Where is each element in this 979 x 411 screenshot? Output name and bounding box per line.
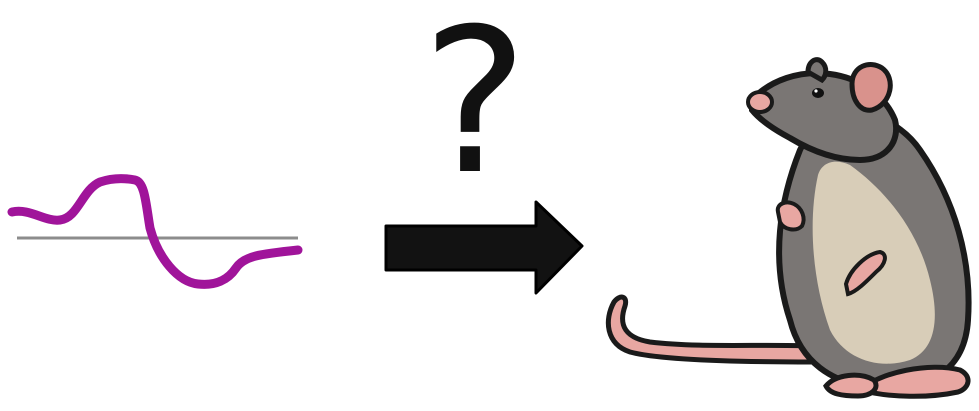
rat-hind-foot [854,364,971,399]
rat-eye [812,88,824,98]
right-arrow-icon [384,200,584,295]
rat-eye-highlight [814,89,818,93]
question-mark: ? [421,0,529,219]
rat-ear-back [805,57,829,84]
rat-tail [605,294,815,365]
rat-paw-right [843,249,887,297]
rat-front-foot [823,372,879,399]
rat-nose [746,90,774,114]
rat-paw-left [775,200,806,232]
signal-trace [7,174,303,289]
waveform-icon [7,174,303,289]
rat-icon [605,57,972,399]
rat-ear-front [849,62,893,113]
